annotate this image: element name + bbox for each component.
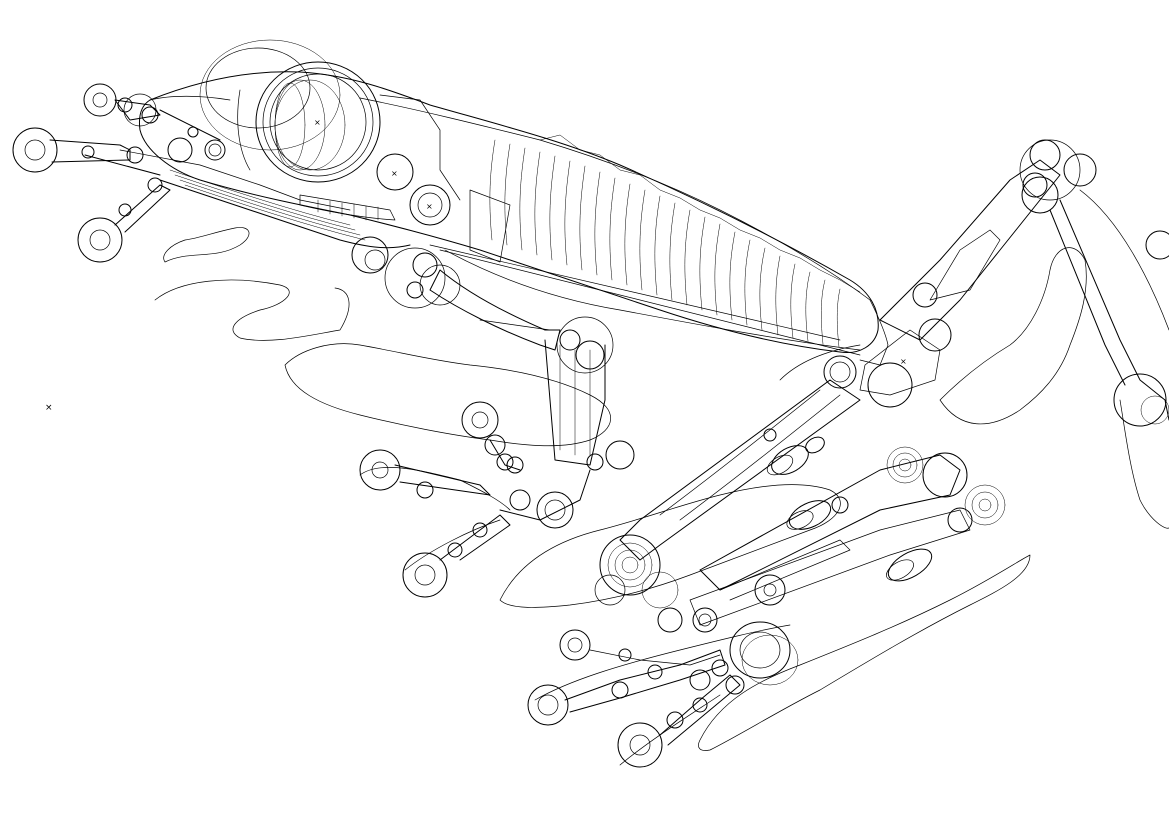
guide-lines	[429, 244, 861, 356]
hind-leg: ×	[823, 139, 1169, 427]
body-segments	[489, 134, 861, 348]
front-arm-center	[351, 236, 635, 529]
shadow-outlines	[154, 227, 1169, 751]
hip-marker: ×	[900, 357, 907, 366]
hind-shin	[594, 379, 861, 633]
front-arm-left	[12, 83, 231, 263]
hind-toes	[527, 621, 799, 768]
frog-body	[139, 71, 889, 366]
frog-head: × × ×	[119, 39, 461, 249]
eye-center-marker: ×	[314, 118, 321, 127]
front-hand	[359, 401, 524, 598]
tympanum-marker: ×	[391, 169, 398, 178]
shoulder-marker: ×	[426, 202, 433, 211]
hind-foot	[689, 446, 1006, 633]
origin-marker: ×	[45, 403, 53, 413]
